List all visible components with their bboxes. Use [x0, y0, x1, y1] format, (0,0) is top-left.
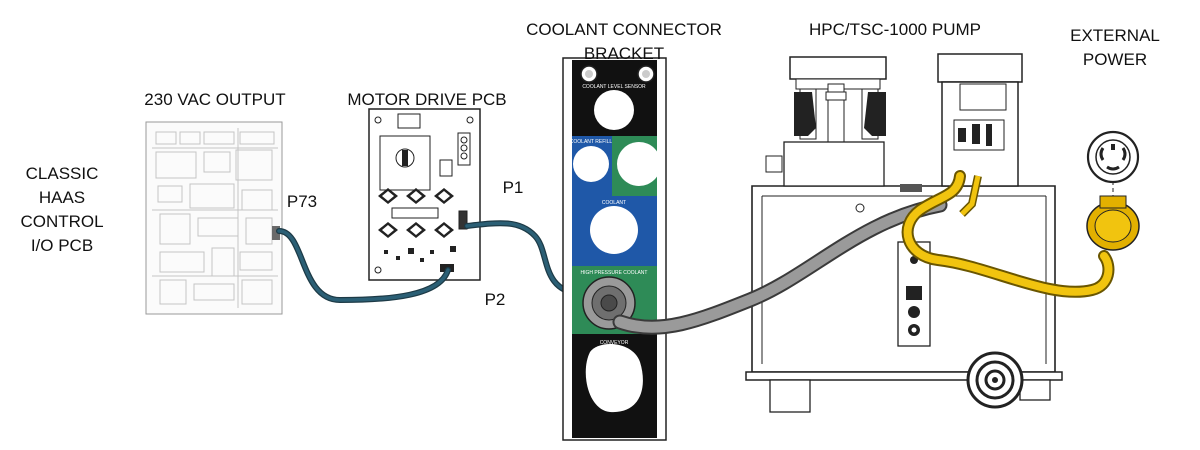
- bracket-text-coolant: COOLANT: [602, 200, 626, 206]
- label-line: POWER: [1082, 50, 1148, 69]
- label-line: CONTROL: [20, 212, 104, 231]
- label-motor-drive-pcb: MOTOR DRIVE PCB: [347, 90, 507, 109]
- bracket-text-hpc: HIGH PRESSURE COOLANT: [581, 270, 648, 276]
- label-line: I/O PCB: [30, 236, 94, 255]
- label-line: HAAS: [38, 188, 86, 207]
- label-line: COOLANT CONNECTOR: [526, 20, 722, 39]
- label-p73: P73: [286, 192, 318, 211]
- pump-assembly: [745, 53, 1063, 413]
- label-line: EXTERNAL: [1070, 26, 1160, 45]
- coolant-connector-bracket: COOLANT LEVEL SENSOR COOLANT REFILL COOL…: [562, 57, 667, 441]
- label-external-power: EXTERNAL POWER: [1056, 24, 1174, 72]
- label-coolant-connector-bracket: COOLANT CONNECTOR BRACKET: [504, 18, 744, 66]
- bracket-text-refill: COOLANT REFILL: [570, 139, 613, 145]
- bracket-text-conveyor: CONVEYOR: [600, 340, 629, 346]
- label-p2: P2: [484, 290, 506, 309]
- bracket-text-top: COOLANT LEVEL SENSOR: [582, 84, 646, 90]
- label-p1: P1: [502, 178, 524, 197]
- motor-drive-pcb: [368, 108, 481, 281]
- label-line: CLASSIC: [25, 164, 99, 183]
- io-pcb: [145, 121, 283, 315]
- label-control-pcb: CLASSIC HAAS CONTROL I/O PCB: [14, 162, 110, 258]
- power-outlet: [1086, 130, 1140, 184]
- label-line: BRACKET: [583, 44, 665, 63]
- label-230-vac-output: 230 VAC OUTPUT: [144, 90, 286, 109]
- label-pump: HPC/TSC-1000 PUMP: [809, 20, 981, 39]
- power-plug: [1086, 174, 1140, 251]
